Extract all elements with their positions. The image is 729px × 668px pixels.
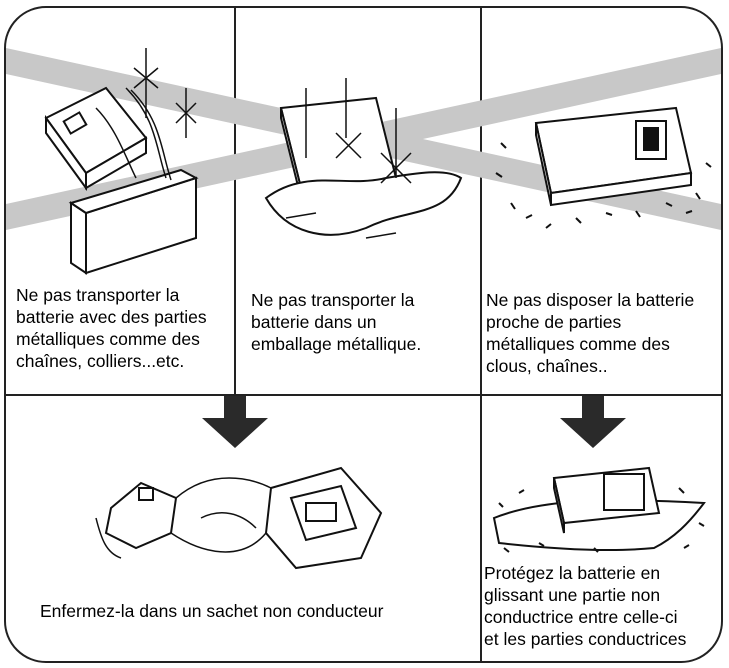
caption-line: Ne pas disposer la batterie xyxy=(486,290,695,310)
caption-top-left: Ne pas transporter la batterie avec des … xyxy=(16,284,207,372)
battery-in-metal-bag-illustration xyxy=(264,78,463,239)
divider-top-1 xyxy=(234,8,236,394)
caption-bottom-right: Protégez la batterie en glissant une par… xyxy=(484,562,686,650)
caption-line: glissant une partie non xyxy=(484,585,661,605)
caption-top-middle: Ne pas transporter la batterie dans un e… xyxy=(251,289,421,355)
caption-bottom-left: Enfermez-la dans un sachet non conducteu… xyxy=(40,600,383,622)
caption-line: emballage métallique. xyxy=(251,334,422,354)
caption-line: clous, chaînes.. xyxy=(486,356,608,376)
divider-horizontal xyxy=(6,394,721,396)
caption-line: métalliques comme des xyxy=(486,334,670,354)
down-arrow-icon xyxy=(560,396,626,448)
battery-on-cloth-illustration xyxy=(492,466,706,553)
caption-line: métalliques comme des xyxy=(16,329,200,349)
caption-line: et les parties conductrices xyxy=(484,629,687,649)
caption-top-right: Ne pas disposer la batterie proche de pa… xyxy=(486,289,694,377)
divider-top-2 xyxy=(480,8,482,661)
caption-line: batterie avec des parties xyxy=(16,307,207,327)
caption-line: batterie dans un xyxy=(251,312,377,332)
instruction-frame: Ne pas transporter la batterie avec des … xyxy=(4,6,723,663)
caption-line: Ne pas transporter la xyxy=(251,290,415,310)
down-arrow-icon xyxy=(202,396,268,448)
battery-with-chains-illustration xyxy=(44,48,199,275)
caption-line: conductrice entre celle-ci xyxy=(484,607,678,627)
battery-near-nails-illustration xyxy=(495,106,712,229)
caption-line: Ne pas transporter la xyxy=(16,285,180,305)
battery-in-sachet-illustration xyxy=(95,466,383,570)
caption-line: proche de parties xyxy=(486,312,622,332)
caption-line: Enfermez-la dans un sachet non conducteu… xyxy=(40,601,384,621)
caption-line: chaînes, colliers...etc. xyxy=(16,351,185,371)
caption-line: Protégez la batterie en xyxy=(484,563,661,583)
